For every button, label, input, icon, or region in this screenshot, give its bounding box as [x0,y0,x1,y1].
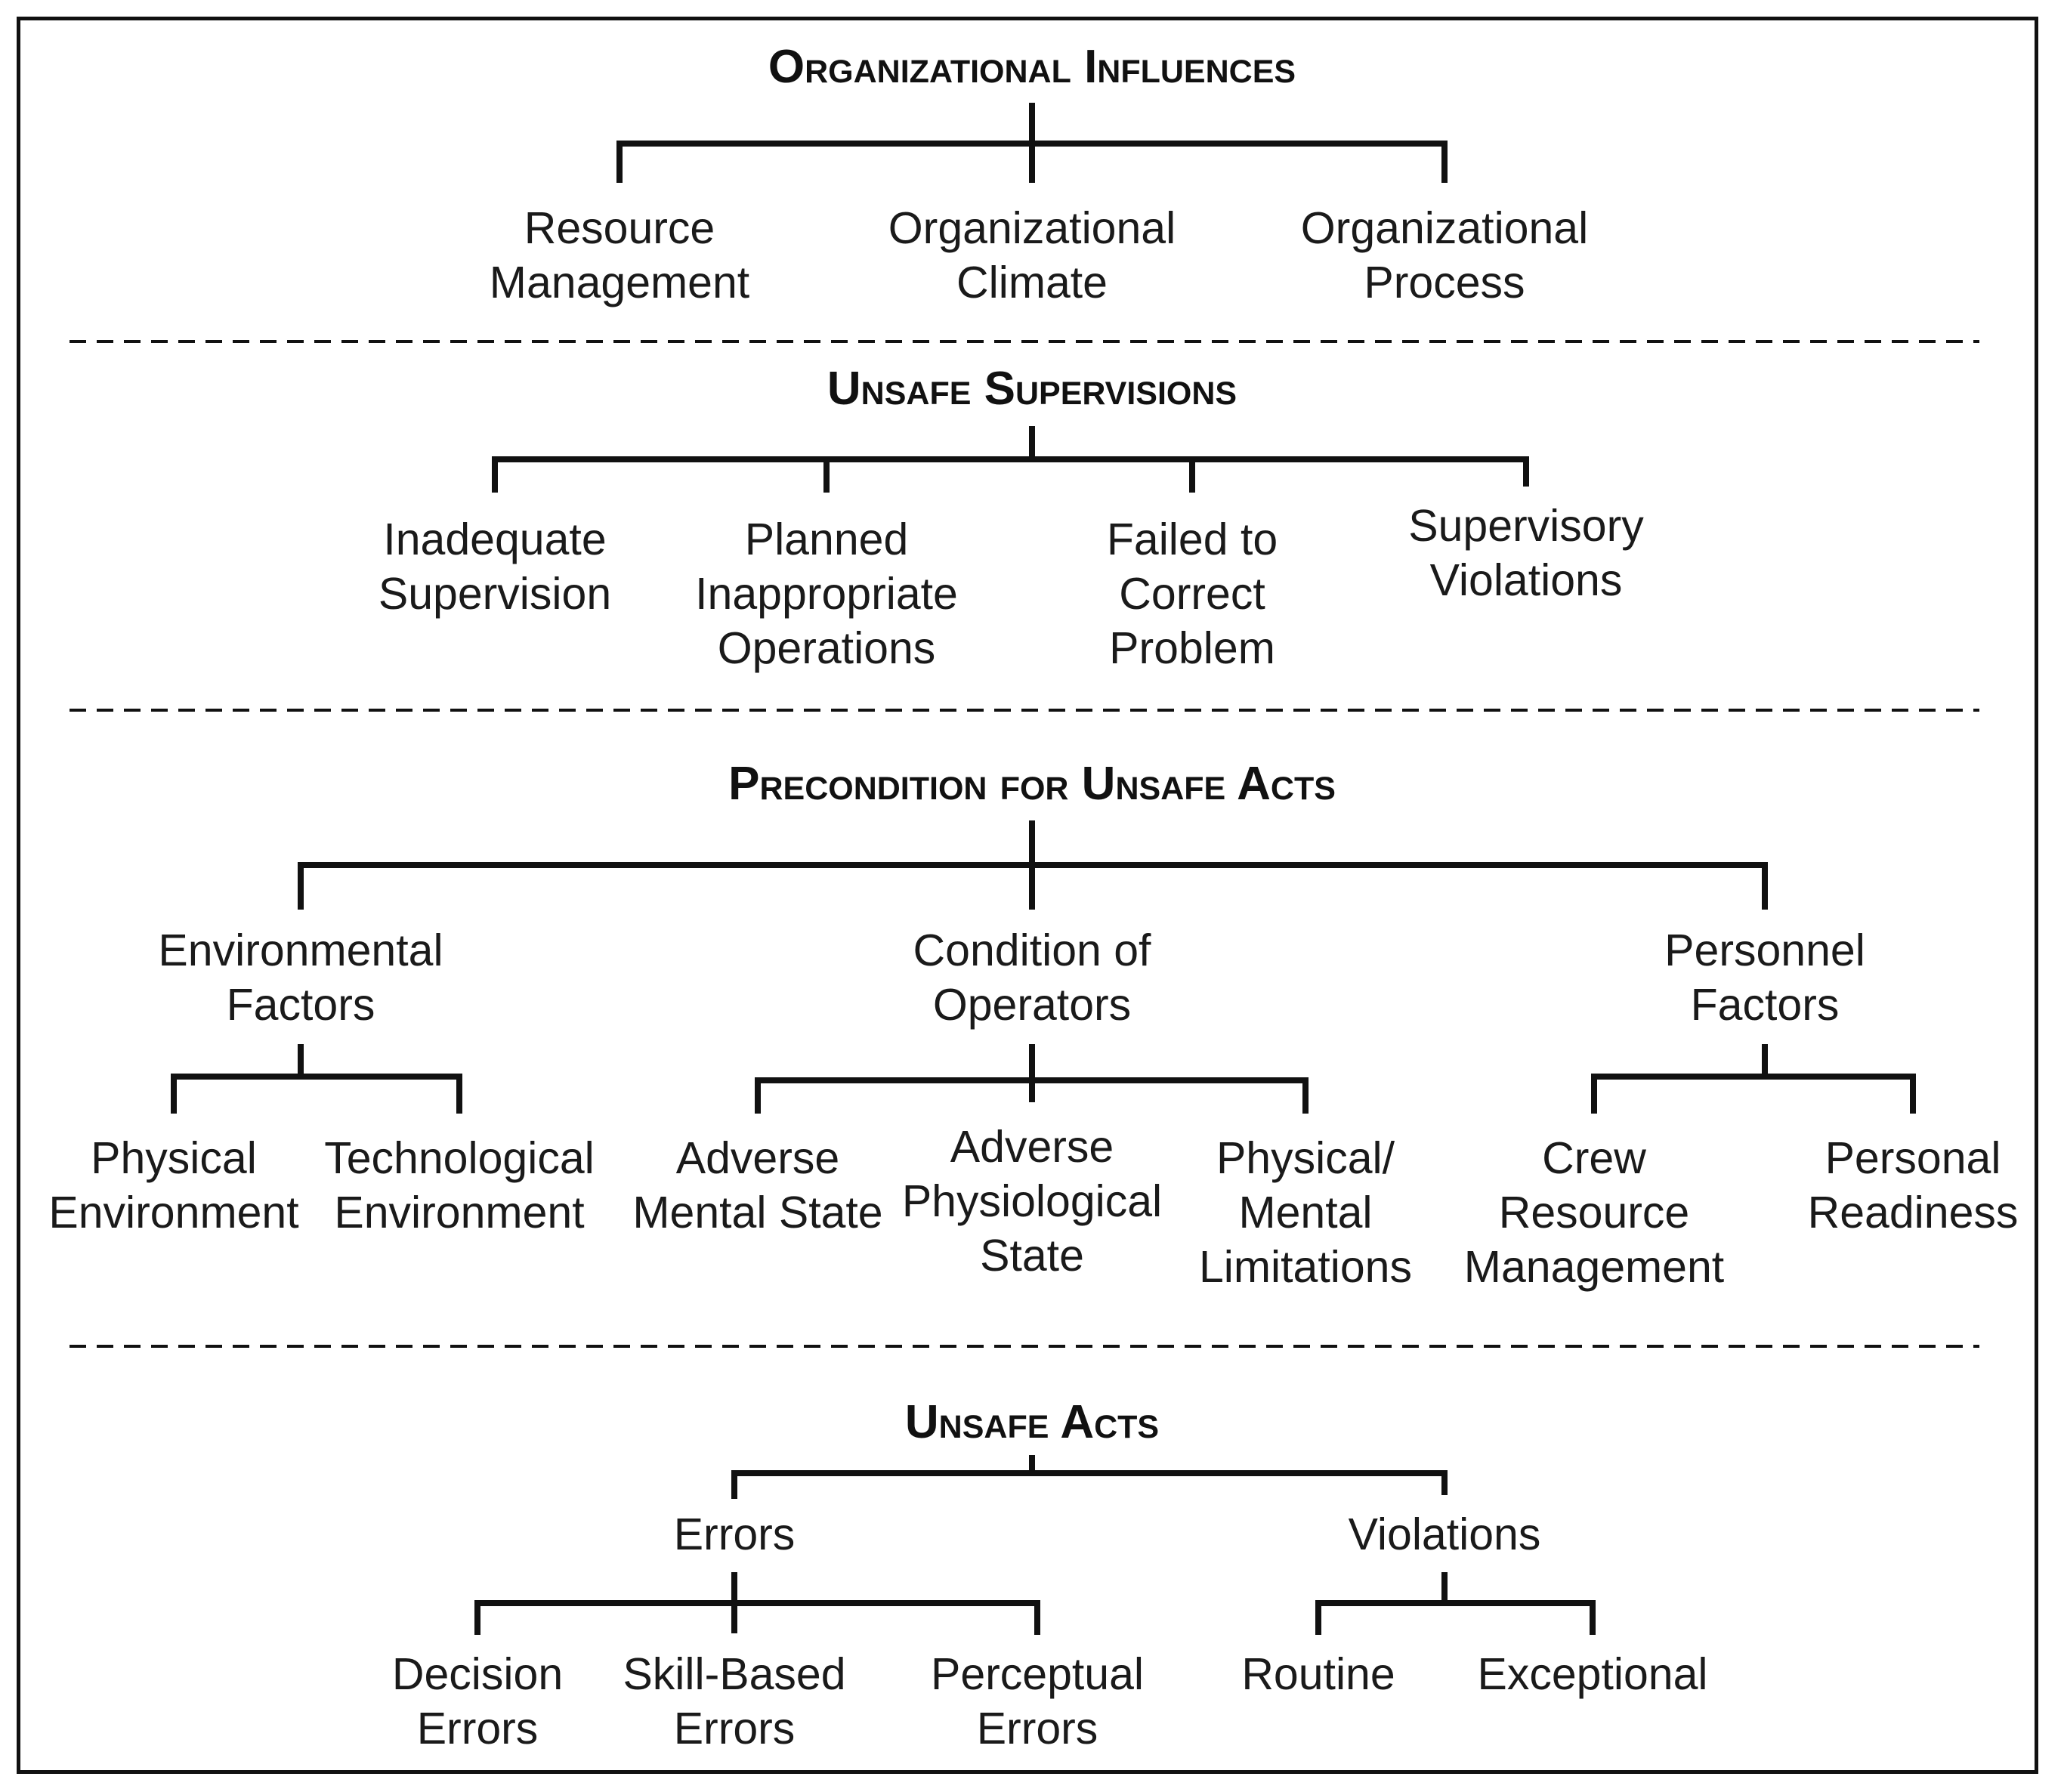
unsafe-acts-title: Unsafe Acts [904,1396,1160,1448]
preconditions-title: Precondition for Unsafe Acts [728,758,1336,810]
supervisory-violations-node: Supervisory Violations [1408,501,1644,605]
pers-connector [1591,1044,1916,1114]
violations-node: Violations [1348,1509,1541,1559]
cond-connector [755,1044,1309,1114]
perceptual-errors-node: Perceptual Errors [930,1649,1145,1753]
decision-errors-node: Decision Errors [391,1649,564,1753]
routine-node: Routine [1241,1649,1395,1699]
diagram-frame [17,17,2038,1774]
errors-node: Errors [673,1509,796,1559]
resource-management-node: Resource Management [489,203,750,307]
condition-of-operators-node: Condition of Operators [913,925,1151,1030]
acts-connector [731,1455,1448,1499]
adverse-mental-state-node: Adverse Mental State [632,1133,883,1237]
planned-inappropriate-operations-node: Planned Inappropriate Operations [695,514,958,673]
unsafe-supervisions-title: Unsafe Supervisions [827,363,1237,415]
env-connector [171,1044,462,1114]
errors-connector [474,1572,1040,1635]
org-connector [616,103,1448,183]
exceptional-node: Exceptional [1477,1649,1708,1699]
pre-connector [298,820,1768,910]
personal-readiness-node: Personal Readiness [1807,1133,2019,1237]
crew-resource-management-node: Crew Resource Management [1463,1133,1725,1292]
environmental-factors-node: Environmental Factors [158,925,443,1030]
personnel-factors-node: Personnel Factors [1664,925,1865,1030]
violations-connector [1315,1572,1596,1635]
skill-based-errors-node: Skill-Based Errors [623,1649,846,1753]
technological-environment-node: Technological Environment [324,1133,595,1237]
failed-to-correct-problem-node: Failed to Correct Problem [1106,514,1278,673]
organizational-process-node: Organizational Process [1300,203,1589,307]
org-influences-title: Organizational Influences [768,41,1296,93]
organizational-climate-node: Organizational Climate [888,203,1176,307]
physical-mental-limitations-node: Physical/ Mental Limitations [1198,1133,1413,1292]
inadequate-supervision-node: Inadequate Supervision [378,514,612,619]
physical-environment-node: Physical Environment [48,1133,299,1237]
adverse-physiological-state-node: Adverse Physiological State [901,1122,1163,1281]
sup-connector [492,426,1529,493]
